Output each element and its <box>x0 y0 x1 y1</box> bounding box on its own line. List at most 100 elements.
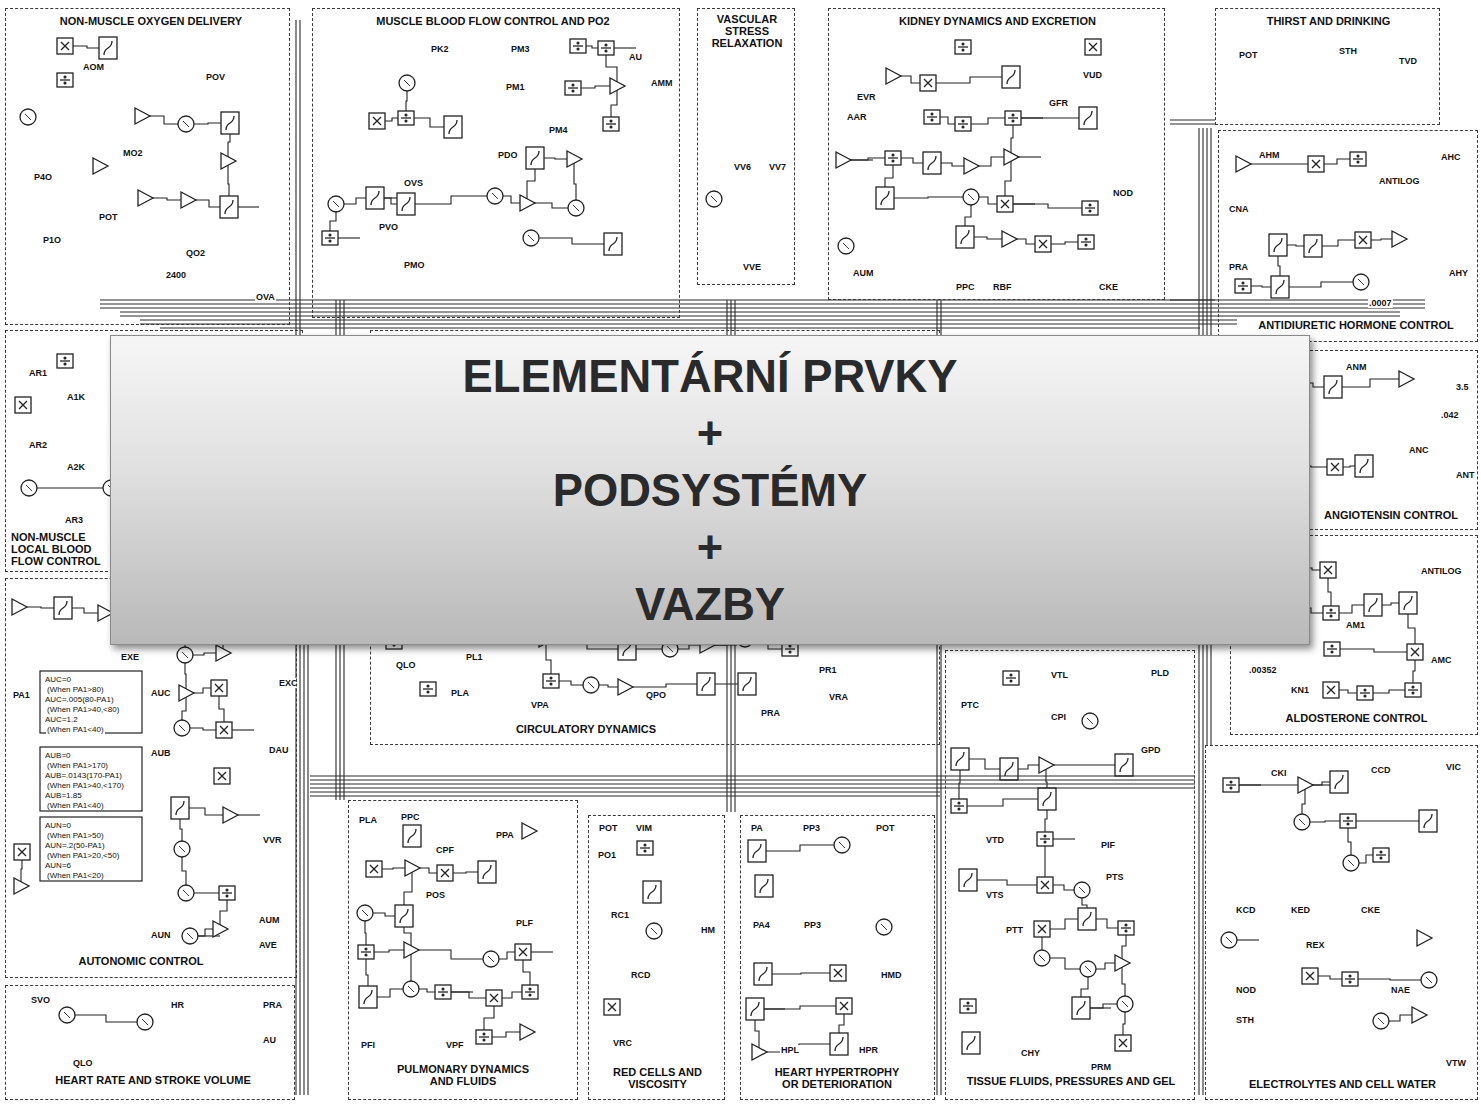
divider-mark <box>1006 677 1016 678</box>
signal-name: GFR <box>1048 98 1069 108</box>
signal-name: AM1 <box>1345 620 1366 630</box>
multiplier-mark <box>373 117 381 125</box>
gain-symbol <box>93 158 108 174</box>
divider-dot <box>1125 930 1127 932</box>
summer-mark <box>843 243 849 249</box>
multiplier-symbol <box>1355 232 1371 248</box>
divider-dot <box>1242 288 1244 290</box>
summer-mark <box>64 1012 70 1018</box>
integrator-mark <box>1083 912 1091 926</box>
subsystem-title: THIRST AND DRINKING <box>1226 15 1431 27</box>
summer-mark <box>1299 819 1305 825</box>
divider-mark <box>1008 117 1018 118</box>
signal-name: PM4 <box>548 125 569 135</box>
signal-name: PTS <box>1105 872 1125 882</box>
integrator-symbol <box>171 797 189 819</box>
divider-symbol <box>570 39 586 53</box>
equation-boxes <box>40 671 142 881</box>
summer-mark <box>667 646 673 652</box>
summer-symbol <box>399 75 415 91</box>
divider-dot <box>64 82 66 84</box>
integrator-symbol <box>604 233 622 255</box>
divider-symbol <box>1357 686 1373 700</box>
integrator-symbol <box>755 875 773 897</box>
equation-line: (When PA1>20,<50) <box>46 851 120 860</box>
summer-mark <box>1079 887 1085 893</box>
summer-mark <box>1039 955 1045 961</box>
integrator-mark <box>402 197 410 211</box>
divider-dot <box>1331 651 1333 653</box>
multiplier-mark <box>834 969 842 977</box>
signal-name: CNA <box>1228 204 1250 214</box>
integrator-symbol <box>1271 276 1289 298</box>
summer-mark <box>333 201 339 207</box>
multiplier-symbol <box>437 865 453 881</box>
multiplier-symbol <box>920 75 936 91</box>
signal-wire <box>1280 282 1361 287</box>
gain-symbol <box>522 823 537 839</box>
signal-wire <box>1243 163 1316 164</box>
multiplier-mark <box>441 869 449 877</box>
divider-mark <box>1040 838 1050 839</box>
gain-symbol <box>836 152 851 168</box>
equation-line: (When PA1>50) <box>46 831 105 840</box>
integrator-symbol <box>1000 758 1018 780</box>
gain-symbol <box>135 108 150 124</box>
summer-mark <box>588 682 594 688</box>
divider-mark <box>1408 689 1418 690</box>
subsystem-title: PULMONARY DYNAMICS AND FLUIDS <box>389 1063 537 1087</box>
signal-name: AUM <box>852 268 875 278</box>
summer-mark <box>179 725 185 731</box>
divider-symbol <box>358 945 374 959</box>
divider-dot <box>577 42 579 44</box>
multiplier-mark <box>1041 881 1049 889</box>
signal-name: PTT <box>1005 925 1024 935</box>
divider-symbol <box>1342 972 1358 986</box>
multiplier-mark <box>490 994 498 1002</box>
signal-name: VTD <box>985 835 1005 845</box>
signal-name: PPA <box>495 830 515 840</box>
integrator-symbol <box>746 998 764 1020</box>
divider-symbol <box>955 40 971 54</box>
integrator-symbol <box>1115 754 1133 776</box>
divider-dot <box>789 645 791 647</box>
integrator-mark <box>928 156 936 170</box>
signal-name: PP3 <box>802 823 821 833</box>
summer-symbol <box>834 837 850 853</box>
divider-dot <box>962 43 964 45</box>
signal-name: CPI <box>1050 712 1067 722</box>
signal-name: 3.5 <box>1455 382 1470 392</box>
equation-line: AUB=0 <box>44 751 72 760</box>
subsystem-title: HEART HYPERTROPHY OR DETERIORATION <box>766 1066 908 1090</box>
summer-symbol <box>137 1014 153 1030</box>
signal-name: ANTILOG <box>1378 176 1421 186</box>
multiplier-symbol <box>836 998 852 1014</box>
divider-dot <box>64 363 66 365</box>
divider-symbol <box>1373 848 1389 862</box>
multiplier-symbol <box>1115 1035 1131 1051</box>
multiplier-symbol <box>57 38 73 54</box>
summer-symbol <box>876 919 892 935</box>
summer-symbol <box>523 230 539 246</box>
divider-mark <box>958 46 968 47</box>
integrator-symbol <box>959 869 977 891</box>
integrator-mark <box>226 116 234 130</box>
signal-name: AHM <box>1258 150 1281 160</box>
integrator-mark <box>648 885 656 899</box>
divider-dot <box>483 1039 485 1041</box>
gain-symbol <box>1236 156 1251 172</box>
multiplier-mark <box>1306 972 1314 980</box>
signal-wire <box>67 1015 145 1022</box>
signal-name: AU <box>262 1035 277 1045</box>
divider-dot <box>1089 210 1091 212</box>
signal-wire <box>411 950 491 959</box>
signal-name: PLD <box>1150 668 1170 678</box>
signal-name: GPD <box>1140 745 1162 755</box>
signal-name: STH <box>1235 1015 1255 1025</box>
divider-mark <box>927 116 937 117</box>
divider-dot <box>1412 686 1414 688</box>
integrator-symbol <box>738 673 756 695</box>
signal-name: AUN <box>150 930 172 940</box>
divider-dot <box>1347 817 1349 819</box>
integrator-symbol <box>99 37 117 59</box>
